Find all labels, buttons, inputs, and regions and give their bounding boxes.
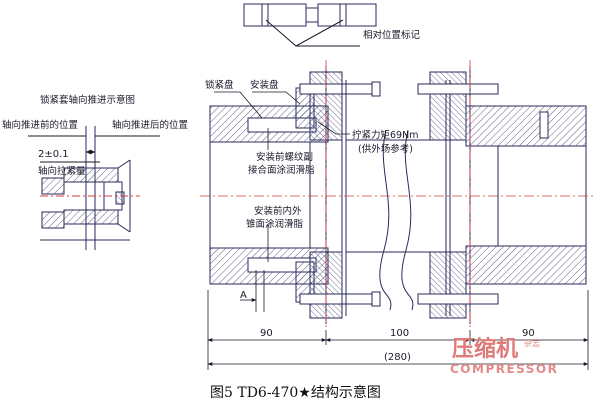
dim-middle: 100 [390, 328, 409, 339]
after-push-label: 轴向推进后的位置 [112, 119, 188, 131]
watermark-cn: 压缩机 [452, 336, 518, 362]
break-lines [379, 129, 414, 311]
dim-right: 90 [522, 328, 535, 339]
watermark-en: COMPRESSOR [450, 362, 558, 376]
torque-note: (供外场参考) [358, 143, 413, 155]
figure-caption: 图5 TD6-470★结构示意图 [210, 384, 381, 401]
dimension-lines [207, 290, 589, 370]
mount-disc-label: 安装盘 [250, 79, 279, 91]
inset-detail [28, 126, 160, 250]
relative-mark-label: 相对位置标记 [363, 29, 421, 41]
grease-thread-line2: 接合面涂润滑脂 [248, 164, 315, 176]
centerlines [200, 60, 596, 330]
leader-lines [214, 91, 350, 312]
grease-cone-line1: 安装前内外 [254, 205, 302, 217]
axial-pull-label: 轴向拉紧量 [38, 165, 86, 177]
dim-total: (280) [384, 352, 411, 363]
torque-label: 拧紧力矩69Nm [352, 129, 418, 141]
coupling-body [209, 66, 587, 324]
section-a-label: A [240, 290, 247, 301]
grease-thread-line1: 安装前螺纹副 [256, 151, 313, 163]
lock-disc-label: 锁紧盘 [205, 79, 234, 91]
watermark-small: 杂志 [524, 338, 540, 348]
dim-left: 90 [260, 328, 273, 339]
tolerance-label: 2±0.1 [38, 149, 69, 160]
grease-cone-line2: 锥面涂润滑脂 [246, 218, 304, 230]
compressor-watermark: 压缩机 杂志 COMPRESSOR [450, 336, 558, 376]
inset-title: 锁紧套轴向推进示意图 [40, 94, 135, 106]
before-push-label: 轴向推进前的位置 [2, 119, 78, 131]
relative-mark-detail [243, 3, 377, 47]
